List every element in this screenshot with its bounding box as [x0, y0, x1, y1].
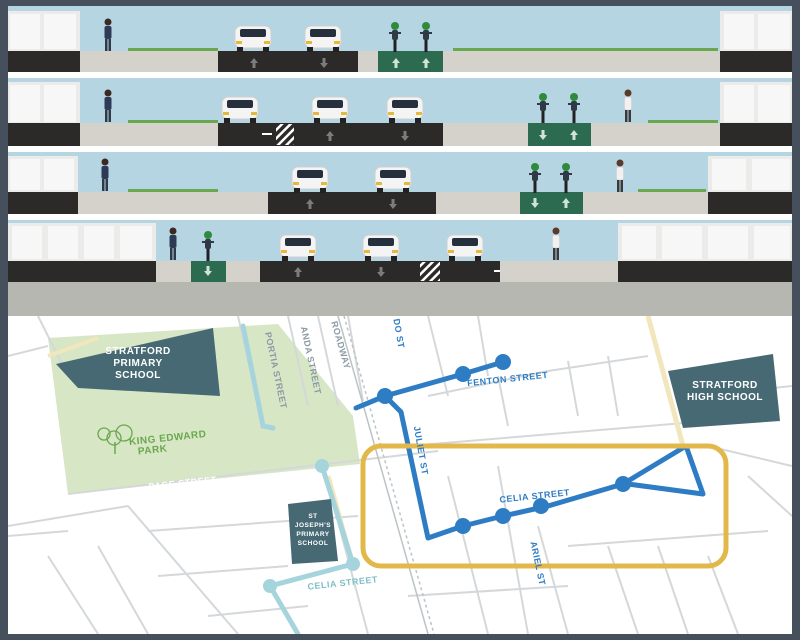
school-label: JOSEPH'S — [295, 522, 331, 529]
school-zone-strip — [645, 316, 686, 447]
stratford-high-school — [668, 354, 780, 428]
school-label: PRIMARY — [113, 358, 162, 369]
school-label: STRATFORD — [105, 346, 170, 357]
park-label: PARK — [137, 443, 168, 457]
cross-section-4 — [8, 220, 792, 282]
car-icon — [279, 234, 317, 262]
car-icon — [311, 96, 349, 124]
car-icon — [362, 234, 400, 262]
car-icon — [291, 166, 329, 194]
cross-section-2 — [8, 78, 792, 146]
infographic: STRATFORD PRIMARY SCHOOL STRATFORD HIGH … — [8, 6, 792, 634]
school-label: ST — [308, 513, 317, 520]
cross-section-1 — [8, 6, 792, 72]
street-cross-sections — [8, 6, 792, 316]
car-icon — [446, 234, 484, 262]
school-label: SCHOOL — [298, 540, 329, 547]
route-main — [353, 359, 706, 541]
school-label: SCHOOL — [115, 370, 161, 381]
school-zone-strip — [47, 336, 99, 358]
st-josephs-primary-school — [288, 499, 338, 564]
car-icon — [386, 96, 424, 124]
highlight-box — [360, 443, 729, 569]
car-icon — [221, 96, 259, 124]
tree-icon — [97, 424, 133, 454]
railway-line — [337, 316, 435, 634]
stratford-primary-school — [56, 328, 220, 396]
route-map: STRATFORD PRIMARY SCHOOL STRATFORD HIGH … — [8, 316, 792, 634]
ground-base — [8, 282, 792, 316]
car-icon — [234, 25, 272, 53]
car-icon — [304, 25, 342, 53]
school-label: HIGH SCHOOL — [687, 392, 763, 403]
car-icon — [374, 166, 412, 194]
cross-section-3 — [8, 152, 792, 214]
school-label: STRATFORD — [692, 380, 757, 391]
route-main-stops — [377, 354, 631, 534]
route-secondary-stops — [263, 459, 360, 593]
school-label: PRIMARY — [296, 531, 329, 538]
